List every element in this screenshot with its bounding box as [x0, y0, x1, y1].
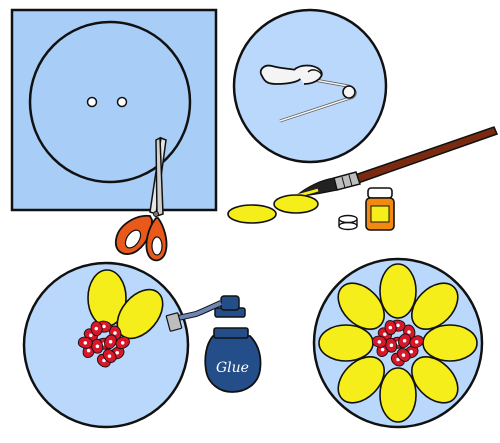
step-1-cut-circle	[10, 8, 218, 262]
brooch-petal	[318, 324, 374, 362]
painted-petal	[227, 204, 277, 224]
brooch-petal	[379, 367, 417, 423]
pin-backing-circle	[232, 8, 388, 164]
button-hole-right	[116, 96, 128, 108]
paint-jar-lid	[338, 214, 358, 231]
brooch-petal	[422, 324, 478, 362]
glue-bottle-icon: Glue	[165, 295, 262, 393]
paint-jar-icon	[365, 187, 395, 231]
step-4-glue-petals: Glue	[22, 261, 262, 429]
brooch-petal	[411, 356, 459, 404]
button-hole-left	[86, 96, 98, 108]
brooch-petal	[379, 263, 417, 319]
brooch-petal	[337, 356, 385, 404]
red-flower-cluster	[77, 320, 130, 368]
step-2-attach-pin	[232, 8, 388, 164]
red-flower-cluster	[371, 319, 424, 367]
safety-pin-icon	[259, 64, 357, 123]
glued-petal	[116, 288, 164, 340]
step-3-paint-petals	[227, 126, 499, 231]
brooch-petal	[411, 282, 459, 330]
button-circle	[28, 20, 192, 184]
glue-bottle-label: Glue	[216, 360, 249, 376]
petal-ring	[318, 263, 478, 423]
painted-petal	[273, 194, 319, 214]
step-5-finished-brooch	[312, 257, 484, 429]
brooch-petal	[337, 282, 385, 330]
scissors-icon	[115, 136, 168, 262]
